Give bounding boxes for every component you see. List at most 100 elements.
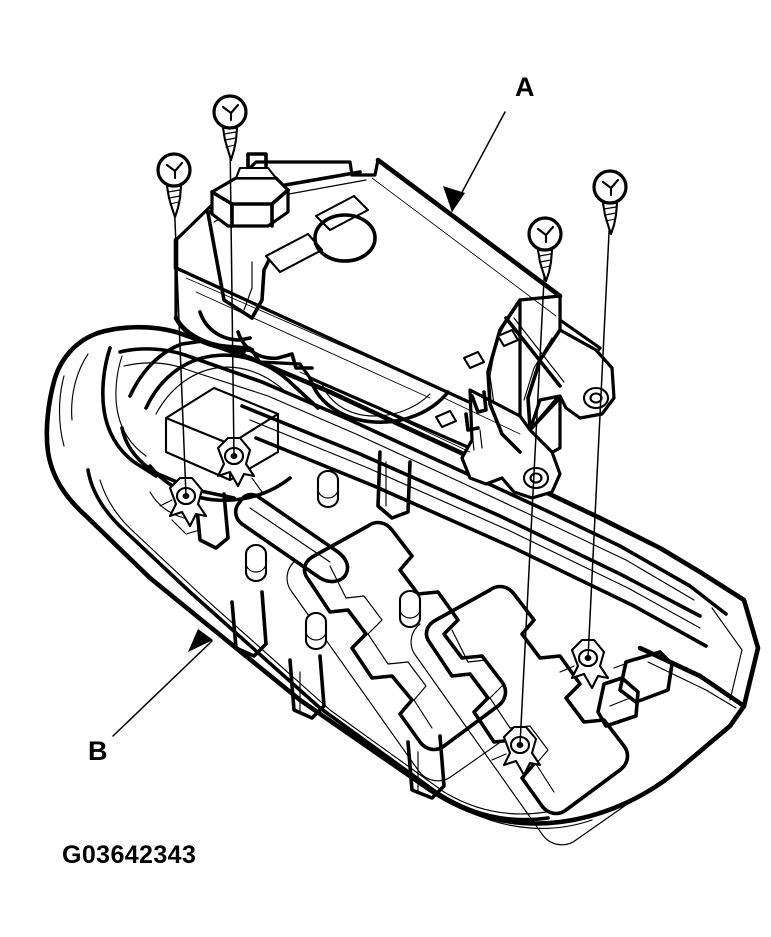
screw-3-thread-2 [539, 259, 552, 263]
screw-1-shank [165, 184, 183, 219]
control-module [173, 152, 616, 500]
panel-left-block-top [128, 338, 246, 398]
panel-channel-top-2 [249, 419, 701, 629]
module-right-inner-wall-4 [523, 337, 553, 401]
screw-2-shank [221, 126, 239, 162]
screw-2-alignment-line [229, 138, 235, 457]
panel-left-detail-2 [171, 519, 201, 535]
callout-b: B [88, 629, 213, 766]
locating-post-1-lip [317, 488, 339, 499]
callout-b-arrowhead [188, 629, 213, 652]
panel-right-feature-line-1 [613, 655, 647, 669]
screw-1-alignment-line [173, 195, 187, 497]
panel-right-feature-line-2 [609, 697, 631, 707]
fasteners [156, 94, 628, 746]
module-top-thin-line-1 [185, 277, 421, 381]
module-top-right-edge [375, 157, 563, 299]
panel-left-pocket-inner [155, 366, 287, 415]
module-brace [504, 316, 562, 388]
callout-a-label: A [515, 72, 535, 102]
screw-2-thread-1 [223, 131, 237, 135]
callout-b-label: B [88, 736, 108, 766]
callout-a: A [443, 72, 535, 212]
screw-4-shank [601, 201, 619, 236]
locating-post-2 [244, 543, 268, 583]
screw-2-thread-2 [224, 137, 237, 141]
callout-a-arrowhead [443, 186, 465, 212]
screw-4-thread-2 [604, 212, 617, 216]
module-top-thin-line-3 [371, 177, 557, 317]
module-top-step-inner-2 [243, 261, 253, 311]
screw-boss-1-detail [159, 499, 173, 507]
panel-wing-inner [711, 607, 743, 701]
locating-post-2-lip [245, 562, 267, 573]
panel-wing-fold-2 [647, 661, 737, 709]
module-right-lip-3 [471, 431, 475, 451]
screw-1 [156, 152, 192, 497]
panel-rim-inner-lower [86, 468, 550, 822]
module-connector-top-edge [210, 188, 290, 206]
module-top-thin-line-2 [195, 291, 431, 399]
module-right-inner-wall [486, 298, 522, 454]
module-flange-hole-lower-inner [529, 472, 543, 484]
module-hook-3-inner [321, 383, 431, 417]
module-connector-latch [246, 152, 268, 168]
screw-3-thread-1 [538, 253, 552, 257]
screw-boss-2-detail [251, 477, 263, 493]
panel-right-feature-lower [596, 676, 640, 728]
panel-outer-left-edge [44, 330, 747, 826]
panel-left-detail-1 [149, 491, 185, 519]
panel-rib-2 [288, 654, 326, 720]
locating-post-3 [398, 589, 422, 629]
panel-nose-rib-2 [71, 353, 89, 421]
screw-4-thread-3 [605, 218, 616, 222]
module-top-thin-line-5 [443, 397, 521, 435]
screw-boss-4-detail [559, 665, 575, 673]
panel-rib-1 [230, 590, 268, 658]
panel-channel-top [240, 404, 702, 618]
module-tab-3 [434, 409, 458, 429]
panel-center-tab [376, 450, 412, 520]
module-right-lip-2 [464, 412, 480, 432]
locating-post-1 [316, 469, 340, 509]
screw-1-thread-3 [169, 201, 180, 205]
figure-caption: G03642343 [62, 841, 196, 869]
screw-4 [587, 169, 628, 659]
module-right-inner-wall-3 [526, 328, 562, 430]
panel-bottom-inner [469, 811, 593, 829]
callout-b-leader [112, 640, 213, 737]
panel-rib-3 [406, 734, 446, 800]
panel-left-pocket-lower [148, 464, 292, 503]
panel-left-pocket-outer [144, 353, 320, 410]
locating-posts [244, 469, 422, 651]
module-hook-2 [236, 330, 314, 370]
panel-right-feature-upper [618, 650, 674, 704]
module-slot-1 [314, 194, 370, 232]
panel-center-pocket-1 [302, 520, 508, 752]
module-slot-2 [264, 232, 324, 274]
screw-1-thread-2 [168, 195, 181, 199]
module-circular-boss [313, 213, 377, 263]
panel-oval-slot [233, 492, 350, 584]
panel-rim-inner-top [118, 347, 728, 616]
panel-left-nose-inner-2 [115, 355, 147, 457]
panel-channel-bottom [254, 436, 708, 648]
screw-3 [519, 216, 563, 746]
screw-1-thread-1 [167, 189, 181, 193]
module-flange-hole-upper-inner [589, 392, 603, 404]
screw-2-thread-3 [225, 144, 236, 148]
screw-4-thread-1 [603, 206, 617, 210]
screw-4-alignment-line [587, 212, 611, 659]
console-trim-panel [44, 324, 761, 846]
screw-bosses [159, 436, 610, 777]
module-right-lip-4 [479, 429, 483, 449]
module-right-inner-wall-2 [489, 309, 513, 405]
locating-post-4-lip [305, 630, 327, 641]
screw-boss-3-detail [491, 753, 507, 761]
module-top-step-down [206, 211, 254, 320]
module-tab-1 [496, 328, 520, 348]
module-connector-top-plate [234, 166, 278, 180]
module-top-thin-line-4 [299, 371, 471, 453]
